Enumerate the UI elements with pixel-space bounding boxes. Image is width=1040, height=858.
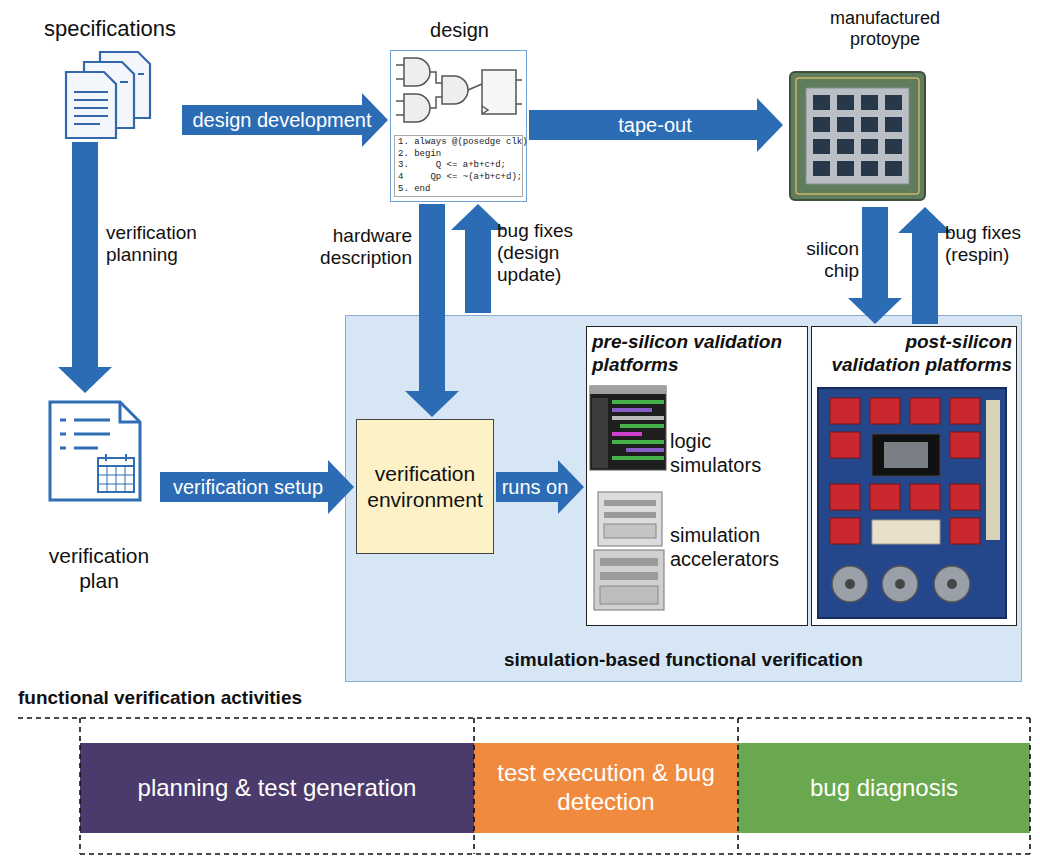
label-text: specifications [40, 16, 180, 41]
block-arrow [405, 204, 459, 417]
text-slot: logic simulators [670, 429, 790, 477]
label-text: verification environment [367, 461, 483, 511]
code-line: 1. always @(posedge clk) [398, 137, 519, 149]
activity-band: planning & test generation [80, 743, 474, 833]
label-text: bug fixes (respin) [945, 222, 1033, 266]
block-arrow [451, 204, 505, 313]
block-arrow [529, 98, 783, 152]
document-lines [74, 74, 144, 124]
code-line: 5. end [398, 184, 519, 196]
arrow-label-slot: silicon chip [795, 238, 859, 282]
logic-gates [396, 58, 522, 122]
block-arrow [160, 460, 354, 514]
label-text: bug diagnosis [810, 774, 958, 803]
text-slot: verification plan [40, 543, 158, 593]
block-arrow [496, 460, 584, 514]
arrow-label-slot: hardware description [312, 225, 412, 269]
activity-band: bug diagnosis [738, 743, 1030, 833]
server-picture [594, 492, 664, 610]
label-text: tape-out [555, 113, 755, 137]
arrow-label-slot: bug fixes (respin) [945, 222, 1033, 266]
block-arrow [182, 93, 388, 147]
arrow-label-slot: runs on [490, 475, 580, 499]
label-text: simulation-based functional verification [346, 649, 1021, 671]
plan-icon [50, 402, 140, 500]
label-text: planning & test generation [138, 774, 417, 803]
label-text: logic simulators [670, 429, 790, 477]
document-icon [66, 52, 150, 138]
label-text: silicon chip [795, 238, 859, 282]
arrow-label-slot: bug fixes (design update) [497, 220, 585, 286]
label-text: verification planning [106, 222, 226, 266]
validation-board [818, 388, 1006, 618]
arrow-label-slot: verification setup [153, 475, 343, 499]
block-arrow [58, 142, 112, 393]
label-text: functional verification activities [18, 687, 378, 709]
environment-box: verification environment [356, 419, 494, 554]
arrow-label-slot: design development [182, 108, 382, 132]
dashed-bracket [18, 718, 1030, 854]
code-line: 3. Q <= a+b+c+d; [398, 160, 519, 172]
text-slot: simulation accelerators [670, 523, 804, 571]
label-text: design development [182, 108, 382, 132]
text-slot: pre-silicon validation platforms [592, 331, 802, 377]
chip-picture [790, 72, 925, 200]
label-text: simulation accelerators [670, 523, 804, 571]
text-slot: design [371, 19, 548, 42]
arrow-label-slot: verification planning [106, 222, 226, 266]
label-text: manufactured protoype [810, 8, 960, 49]
label-text: runs on [490, 475, 580, 499]
label-text: verification plan [40, 543, 158, 593]
label-text: post-silicon validation platforms [816, 331, 1012, 377]
label-text: verification setup [153, 475, 343, 499]
text-slot: manufactured protoype [810, 8, 960, 49]
code-line: 2. begin [398, 149, 519, 161]
code-line: 4 Qp <= ~(a+b+c+d); [398, 172, 519, 184]
label-text: bug fixes (design update) [497, 220, 585, 286]
caption-slot: functional verification activities [18, 687, 378, 709]
block-arrow [898, 207, 952, 324]
code-panel: 1. always @(posedge clk)2. begin3. Q <= … [394, 135, 523, 197]
label-text: pre-silicon validation platforms [592, 331, 802, 377]
arrow-label-slot: tape-out [555, 113, 755, 137]
activity-band: test execution & bug detection [474, 743, 738, 833]
text-slot: simulation-based functional verification [346, 649, 1021, 671]
label-text: test execution & bug detection [488, 759, 724, 817]
block-arrow [848, 207, 902, 324]
label-text: hardware description [312, 225, 412, 269]
text-slot: specifications [40, 16, 180, 41]
text-slot: post-silicon validation platforms [816, 331, 1012, 377]
label-text: design [371, 19, 548, 42]
simulator-screenshot [590, 386, 666, 470]
